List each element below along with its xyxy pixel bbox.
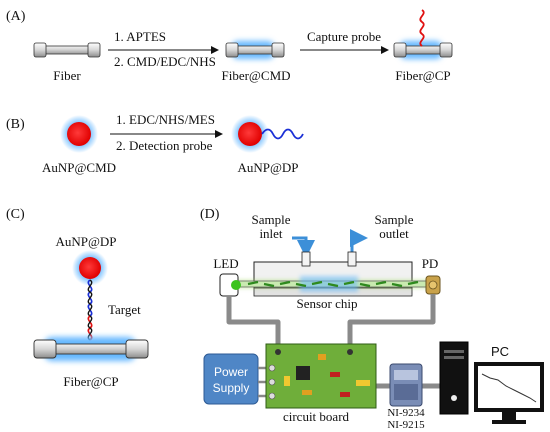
inlet-port — [301, 251, 311, 267]
sample-outlet-label-1: Sample — [375, 212, 414, 227]
pc-label: PC — [491, 344, 509, 359]
step-cmd-edc-nhs: 2. CMD/EDC/NHS — [114, 54, 216, 69]
signal-trace — [481, 373, 537, 403]
ni-9215-label: NI-9215 — [387, 419, 425, 431]
pc-monitor — [474, 362, 544, 424]
fiber-cp-large — [33, 337, 149, 361]
circuit-board-label: circuit board — [283, 409, 350, 424]
aunp-dp — [231, 115, 304, 153]
step-capture-probe: Capture probe — [307, 29, 381, 44]
sensor-chip-label: Sensor chip — [296, 296, 357, 311]
power-supply: Power Supply — [203, 353, 259, 405]
fiber-cp-label-c: Fiber@CP — [63, 374, 118, 389]
panel-b-label: (B) — [6, 117, 25, 132]
pd-label: PD — [422, 256, 439, 271]
fiber-cp — [393, 9, 453, 59]
power-supply-label-2: Supply — [213, 381, 250, 395]
ni-9234-label: NI-9234 — [387, 407, 425, 419]
aunp-cmd — [60, 115, 98, 153]
fiber-cmd — [225, 41, 285, 59]
sample-outlet-label-2: outlet — [379, 226, 409, 241]
panel-c-label: (C) — [6, 207, 25, 222]
led — [219, 273, 241, 297]
target-label: Target — [108, 302, 141, 317]
outlet-flow-arrow — [350, 229, 368, 252]
panel-a-label: (A) — [6, 9, 26, 24]
aunp-dp-label: AuNP@DP — [237, 160, 298, 175]
pc-tower — [439, 341, 469, 415]
ni-modules — [389, 363, 423, 407]
power-supply-label-1: Power — [214, 365, 248, 379]
step-detection-probe: 2. Detection probe — [116, 138, 213, 153]
aunp-cmd-label: AuNP@CMD — [42, 160, 116, 175]
capture-probe-strand — [419, 9, 425, 47]
fiber-cp-label: Fiber@CP — [395, 68, 450, 83]
chip-ic — [296, 366, 310, 380]
circuit-board — [265, 343, 377, 409]
light-path — [247, 280, 419, 288]
step-edc-nhs-mes: 1. EDC/NHS/MES — [116, 112, 215, 127]
photodetector — [425, 275, 441, 295]
led-label: LED — [213, 256, 238, 271]
fiber-cmd-label: Fiber@CMD — [221, 68, 290, 83]
inlet-flow-arrow — [292, 236, 315, 258]
detection-probe-strand — [261, 128, 304, 140]
panel-d-label: (D) — [200, 207, 220, 222]
aunp-dp-bound — [72, 250, 108, 286]
fiber-plain — [33, 42, 101, 58]
step-aptes: 1. APTES — [114, 29, 166, 44]
sample-inlet-label-1: Sample — [252, 212, 291, 227]
sample-inlet-label-2: inlet — [259, 226, 282, 241]
outlet-port — [347, 251, 357, 267]
fiber-label: Fiber — [53, 68, 81, 83]
aunp-dp-label-c: AuNP@DP — [55, 234, 116, 249]
hybridized-dna — [87, 279, 93, 341]
